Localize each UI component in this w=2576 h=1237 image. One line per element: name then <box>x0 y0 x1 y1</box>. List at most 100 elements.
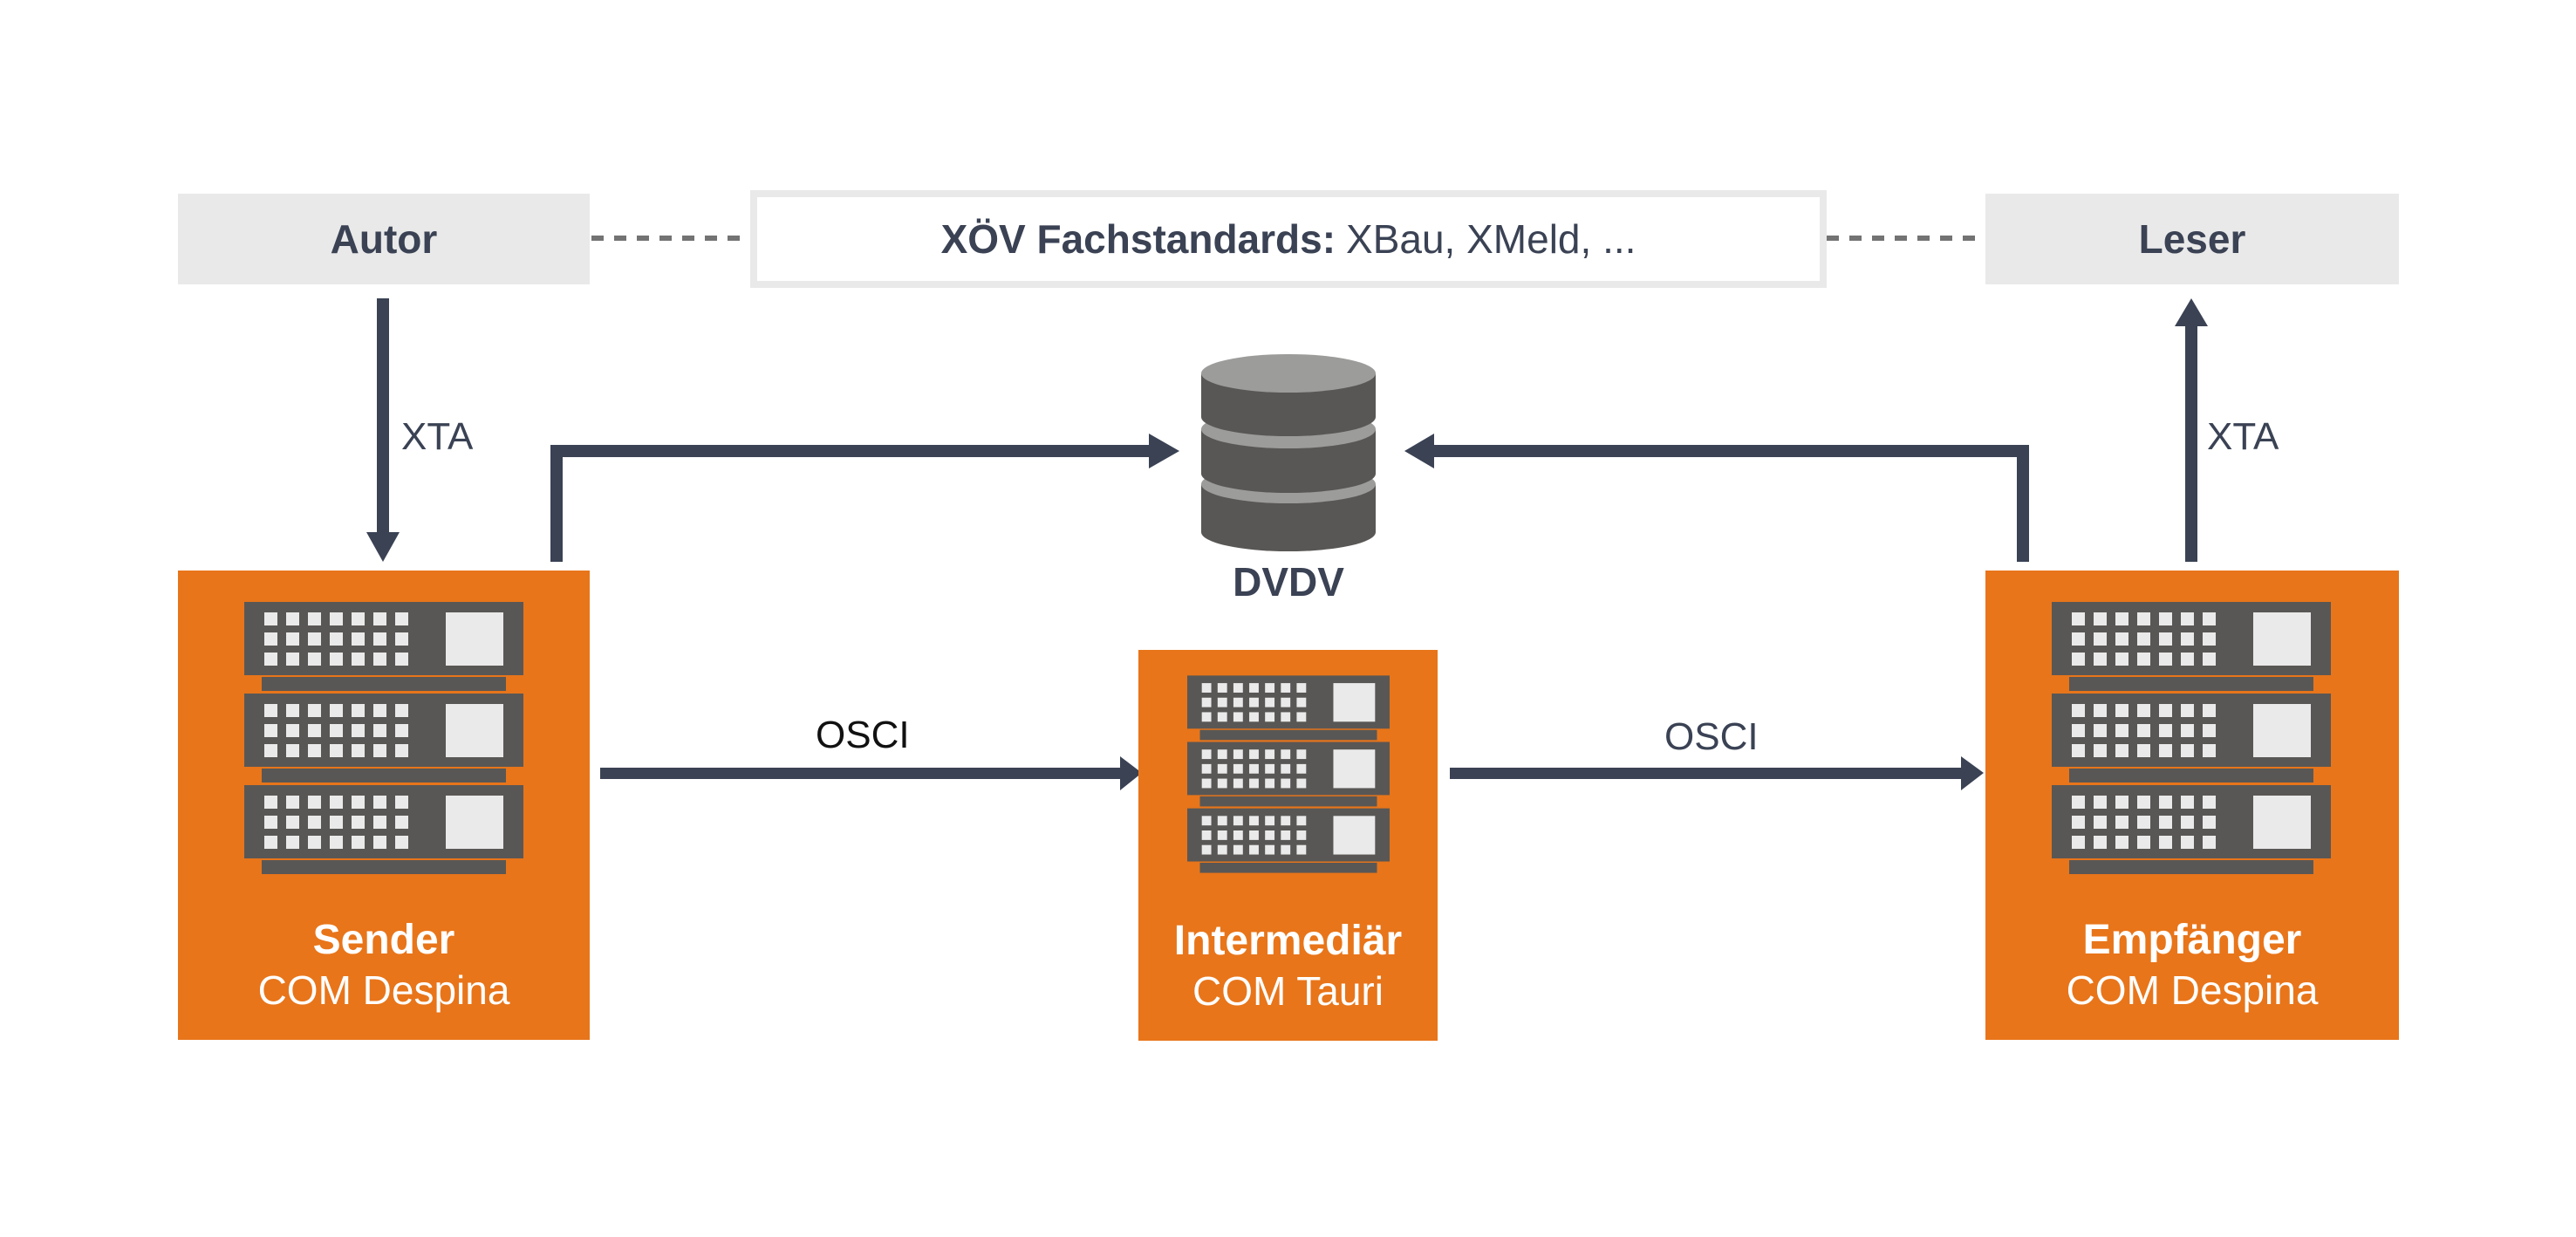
server-led <box>373 744 386 757</box>
server-led <box>1201 712 1212 722</box>
server-led <box>308 632 321 646</box>
server-led <box>308 796 321 809</box>
server-led <box>1249 816 1259 826</box>
server-led <box>2072 796 2085 809</box>
server-led <box>1249 778 1259 789</box>
server-led <box>1281 816 1291 826</box>
server-led <box>2072 816 2085 829</box>
server-led <box>286 796 299 809</box>
server-led <box>1217 712 1227 722</box>
server-led <box>1201 683 1212 693</box>
server-led <box>1296 844 1307 855</box>
server-led <box>395 744 408 757</box>
server-led <box>308 612 321 625</box>
server-base <box>1199 862 1377 873</box>
server-rack-icon <box>2052 602 2331 874</box>
server-led <box>1265 697 1275 707</box>
server-led <box>395 653 408 666</box>
server-base <box>1199 796 1377 807</box>
server-led <box>286 612 299 625</box>
server-led <box>2159 704 2172 717</box>
server-led <box>2115 796 2128 809</box>
author-label: Autor <box>330 216 438 262</box>
server-led <box>352 816 365 829</box>
server-led <box>373 796 386 809</box>
server-drive <box>2253 612 2311 666</box>
server-led <box>1249 749 1259 760</box>
server-led <box>1201 816 1212 826</box>
server-led <box>1296 763 1307 774</box>
server-led <box>1281 697 1291 707</box>
server-led <box>1281 749 1291 760</box>
server-led <box>373 612 386 625</box>
server-led <box>286 816 299 829</box>
server-led <box>308 724 321 737</box>
server-base <box>2069 860 2313 874</box>
standards-box: XÖV Fachstandards: XBau, XMeld, ... <box>750 190 1827 288</box>
xta-label-right: XTA <box>2207 415 2279 458</box>
server-led <box>1201 844 1212 855</box>
server-led <box>308 704 321 717</box>
osci-label-right: OSCI <box>1664 715 1759 758</box>
server-led <box>2203 816 2216 829</box>
database-icon <box>1201 354 1376 551</box>
server-led <box>264 632 277 646</box>
server-led <box>1233 712 1243 722</box>
server-led <box>330 632 343 646</box>
server-led <box>373 704 386 717</box>
server-led <box>395 704 408 717</box>
server-led <box>373 653 386 666</box>
server-led <box>1233 683 1243 693</box>
server-led <box>1233 749 1243 760</box>
server-led <box>2159 816 2172 829</box>
server-led <box>2203 612 2216 625</box>
sender-node: Sender COM Despina <box>178 571 590 1040</box>
server-led <box>2094 653 2107 666</box>
server-led <box>1217 830 1227 840</box>
osci-label-left: OSCI <box>816 714 910 756</box>
server-led <box>2159 653 2172 666</box>
server-led <box>1265 830 1275 840</box>
server-led <box>2181 816 2194 829</box>
intermediary-subtitle: COM Tauri <box>1192 968 1384 1014</box>
standards-list: XBau, XMeld, ... <box>1346 216 1636 262</box>
server-led <box>352 796 365 809</box>
server-led <box>2181 744 2194 757</box>
server-led <box>1201 778 1212 789</box>
server-led <box>2115 744 2128 757</box>
arrow-receiver-to-reader <box>2175 298 2208 562</box>
server-led <box>1201 830 1212 840</box>
dvdv-label: DVDV <box>1233 559 1344 605</box>
server-led <box>395 836 408 849</box>
author-box: Autor <box>178 194 590 284</box>
server-led <box>2181 836 2194 849</box>
server-led <box>352 612 365 625</box>
server-led <box>2072 724 2085 737</box>
server-led <box>373 816 386 829</box>
server-led <box>1201 697 1212 707</box>
server-led <box>1249 844 1259 855</box>
server-led <box>2203 796 2216 809</box>
server-led <box>2115 612 2128 625</box>
arrow-intermediary-to-receiver <box>1450 756 1984 790</box>
xta-label-left: XTA <box>401 415 474 458</box>
server-led <box>2159 612 2172 625</box>
server-led <box>2137 612 2150 625</box>
server-led <box>352 632 365 646</box>
server-led <box>330 653 343 666</box>
server-led <box>1249 697 1259 707</box>
server-led <box>2159 724 2172 737</box>
server-led <box>2181 704 2194 717</box>
server-led <box>1281 778 1291 789</box>
server-led <box>330 724 343 737</box>
intermediary-title: Intermediär <box>1173 918 1403 964</box>
server-led <box>2072 612 2085 625</box>
server-led <box>286 724 299 737</box>
server-led <box>373 724 386 737</box>
receiver-title: Empfänger <box>2082 917 2302 963</box>
server-led <box>2072 836 2085 849</box>
server-led <box>2181 724 2194 737</box>
server-led <box>2115 653 2128 666</box>
server-led <box>2137 816 2150 829</box>
server-led <box>2203 744 2216 757</box>
